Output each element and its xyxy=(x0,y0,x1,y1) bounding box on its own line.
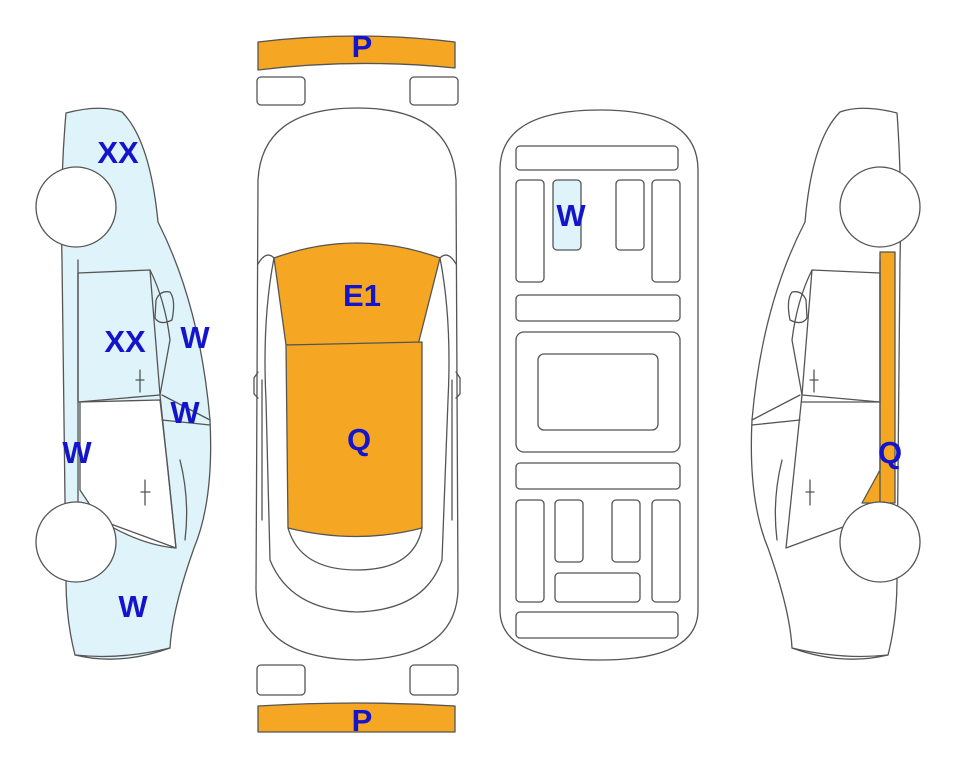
under-rear-right-rail xyxy=(651,499,681,603)
rear-bumper-shape xyxy=(257,702,456,733)
left-door-window xyxy=(77,269,171,403)
label-floor-panel: W xyxy=(556,198,586,233)
label-left-roof: XX xyxy=(97,135,139,170)
under-mid-center xyxy=(537,353,659,431)
under-rear-center-right xyxy=(611,499,641,563)
under-front-right-rail xyxy=(651,179,681,283)
under-rear-left-rail xyxy=(515,499,545,603)
front-headlight-left xyxy=(256,76,306,106)
label-roof: Q xyxy=(347,422,371,457)
label-left-front-bumper: W xyxy=(62,435,92,470)
under-front-bar xyxy=(515,145,679,171)
damage-labels: XX XX W W W W P E1 Q P W Q xyxy=(62,29,902,738)
left-rear-wheel xyxy=(35,501,117,583)
top-side-lines xyxy=(257,254,457,613)
label-left-door-front: XX xyxy=(104,324,146,359)
right-mirror-shape xyxy=(787,291,808,324)
label-rear-bumper: P xyxy=(352,703,373,738)
left-front-wheel xyxy=(35,166,117,248)
label-front-bumper: P xyxy=(352,29,373,64)
rear-light-right xyxy=(409,664,459,696)
right-door-lines xyxy=(751,259,881,549)
left-body-curve xyxy=(74,459,188,658)
label-hood: E1 xyxy=(343,278,381,313)
left-door-lines xyxy=(77,259,211,549)
label-left-pillar: W xyxy=(180,320,210,355)
label-right-pillar: Q xyxy=(878,435,902,470)
top-mirror-right xyxy=(455,371,461,399)
top-view xyxy=(253,35,461,733)
under-front-left-rail xyxy=(515,179,545,283)
right-door-handle-front xyxy=(809,369,819,393)
left-door-handle-front xyxy=(135,369,145,393)
under-front-center-right xyxy=(615,179,645,251)
under-rear-center-left xyxy=(554,499,584,563)
right-door-window xyxy=(791,269,881,403)
left-side-view xyxy=(35,107,212,660)
under-cross-bar-1 xyxy=(515,294,681,322)
front-headlight-right xyxy=(409,76,459,106)
right-front-wheel xyxy=(839,166,921,248)
left-mirror-shape xyxy=(154,291,175,324)
top-mirror-left xyxy=(253,371,259,399)
label-left-fender-rear: W xyxy=(118,589,148,624)
under-rear-small-bar xyxy=(554,572,641,603)
right-door-handle-rear xyxy=(805,479,815,506)
left-door-handle-rear xyxy=(140,479,151,506)
right-rear-wheel xyxy=(839,501,921,583)
under-floor-marked xyxy=(552,179,582,251)
under-cross-bar-2 xyxy=(515,462,681,490)
label-left-mirror: W xyxy=(170,395,200,430)
underbody-view xyxy=(499,109,699,661)
rear-light-left xyxy=(256,664,306,696)
right-side-view xyxy=(750,107,921,660)
right-body-curve xyxy=(774,459,889,658)
front-bumper-shape xyxy=(257,35,456,71)
under-rear-bar xyxy=(515,611,679,639)
